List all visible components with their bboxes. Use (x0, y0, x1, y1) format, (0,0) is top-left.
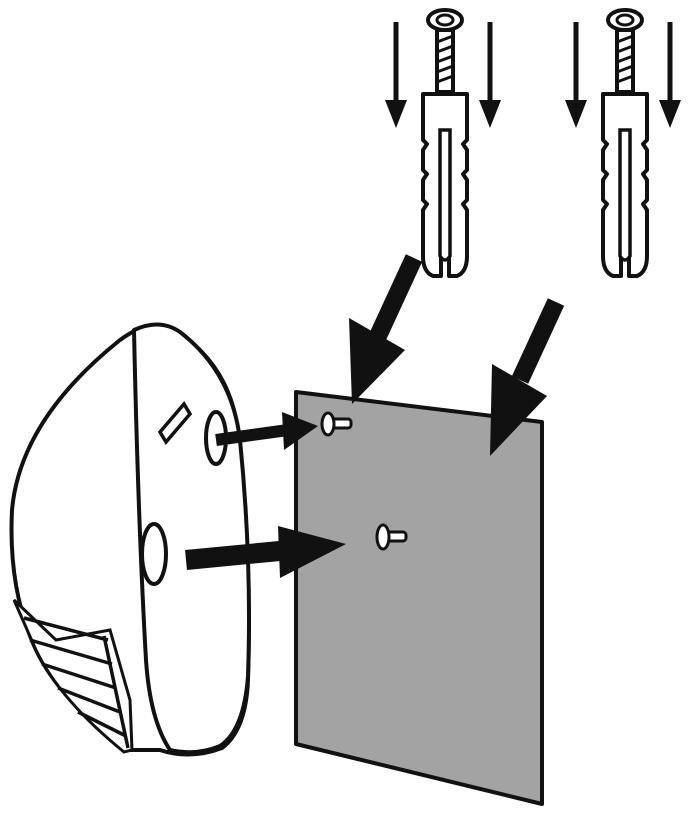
screw-head-upper (320, 411, 353, 437)
wall-anchor-right (601, 8, 649, 278)
down-arrow-4 (659, 22, 681, 128)
horizontal-arrow-lower (185, 526, 346, 578)
wall-plate (294, 390, 544, 806)
down-arrow-3 (565, 22, 587, 128)
mount-hole-lower (140, 522, 168, 586)
diagonal-arrow-left (349, 254, 423, 404)
wall-anchor-left (421, 8, 469, 278)
diagonal-arrow-right (490, 298, 565, 456)
device (9, 322, 251, 757)
horizontal-arrow-upper (215, 412, 318, 450)
down-arrow-1 (385, 22, 407, 128)
screw-head-lower (375, 523, 408, 551)
down-arrow-2 (479, 22, 501, 128)
